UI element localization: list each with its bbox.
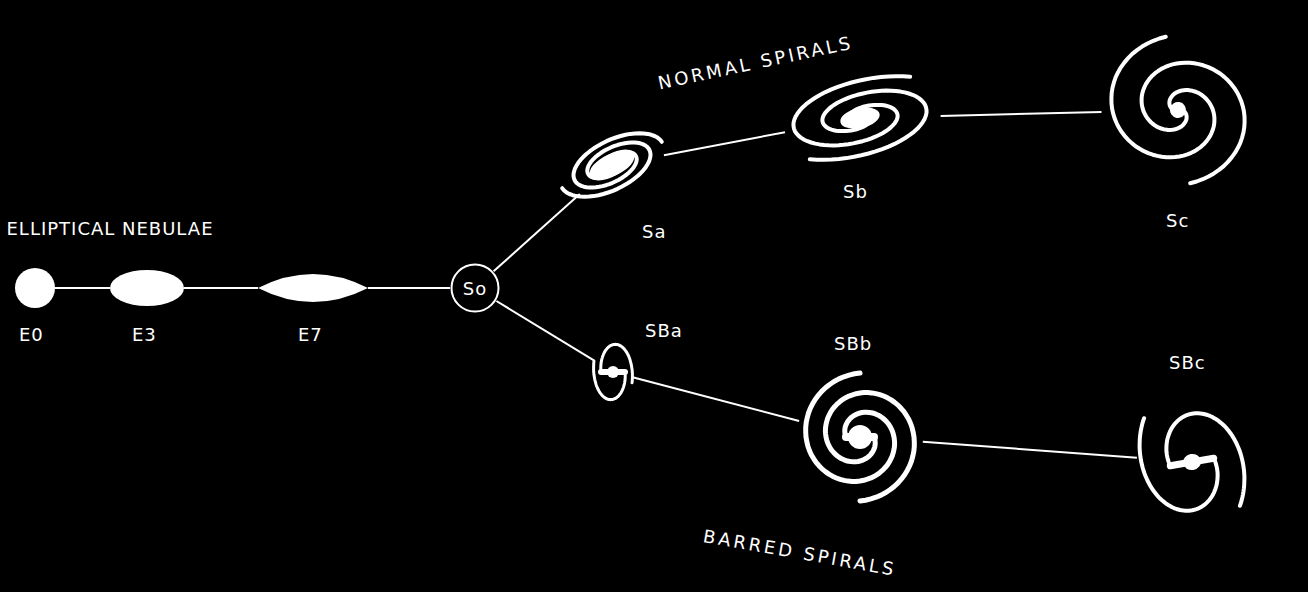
spiral-arm — [594, 344, 633, 399]
barred-spiral-galaxy: SBa — [591, 334, 635, 410]
sequence-line — [633, 377, 800, 421]
galaxy-figure — [110, 270, 184, 306]
galaxy-figure — [258, 274, 368, 302]
galaxy-figure — [790, 367, 930, 507]
galaxy-nucleus — [848, 425, 872, 449]
spiral-arm — [1111, 37, 1244, 183]
group-heading: BARRED SPIRALS — [702, 525, 898, 580]
galaxy-body — [110, 270, 184, 306]
spiral-arm — [794, 76, 927, 160]
class-label: Sa — [642, 221, 666, 242]
galaxy-figure — [552, 125, 672, 205]
label-holder: SBa — [645, 320, 683, 341]
galaxy-body — [15, 268, 55, 308]
sequence-line — [496, 301, 594, 361]
group-heading: NORMAL SPIRALS — [656, 31, 855, 93]
galaxy-nucleus — [838, 104, 881, 132]
sequence-line — [494, 194, 580, 271]
label-holder: Sc — [1166, 210, 1189, 231]
galaxy-nucleus — [586, 145, 639, 185]
galaxy-figure — [1088, 30, 1268, 190]
class-label: Sc — [1166, 210, 1189, 231]
sequence-line — [55, 287, 110, 289]
class-label: Sb — [843, 181, 868, 202]
sequence-line — [941, 112, 1102, 116]
elliptical-galaxy: E7 — [258, 274, 368, 302]
lenticular-circle: So — [450, 263, 500, 313]
circle-outline — [452, 265, 499, 312]
label-holder: So — [450, 263, 500, 313]
label-holder: Sb — [843, 181, 868, 202]
label-holder: E0 — [19, 324, 44, 345]
class-label: E0 — [19, 324, 44, 345]
galaxy-nucleus — [1182, 453, 1203, 472]
class-label: SBb — [834, 333, 872, 354]
sequence-line — [923, 442, 1137, 458]
class-label: E3 — [132, 324, 157, 345]
label-holder: E7 — [298, 324, 323, 345]
galaxy-figure — [15, 268, 55, 308]
class-label: E7 — [298, 324, 323, 345]
class-label: SBa — [645, 320, 683, 341]
galaxy-body — [258, 274, 368, 302]
label-holder: Sa — [642, 221, 666, 242]
sequence-line — [184, 287, 258, 289]
barred-spiral-galaxy: SBb — [790, 367, 930, 507]
elliptical-galaxy: E3 — [110, 270, 184, 306]
label-holder: SBc — [1169, 352, 1206, 373]
sequence-line — [368, 287, 450, 289]
spiral-arm — [1140, 413, 1245, 511]
spiral-galaxy: Sc — [1088, 30, 1268, 190]
spiral-galaxy: Sb — [765, 73, 955, 163]
galaxy-nucleus — [607, 366, 619, 378]
elliptical-galaxy: E0 — [15, 268, 55, 308]
barred-spiral-galaxy: SBc — [1127, 382, 1257, 542]
spiral-arm — [806, 373, 915, 501]
class-label: SBc — [1169, 352, 1206, 373]
galaxy-figure — [1127, 382, 1257, 542]
label-holder: SBb — [834, 333, 872, 354]
label-holder: E3 — [132, 324, 157, 345]
galaxy-nucleus — [1169, 101, 1188, 120]
sequence-line — [664, 132, 785, 155]
group-heading: ELLIPTICAL NEBULAE — [6, 218, 213, 239]
galaxy-figure — [765, 73, 955, 163]
class-label: So — [463, 278, 487, 299]
spiral-galaxy: Sa — [552, 125, 672, 205]
spiral-arm — [562, 133, 662, 197]
galaxy-figure — [591, 334, 635, 410]
